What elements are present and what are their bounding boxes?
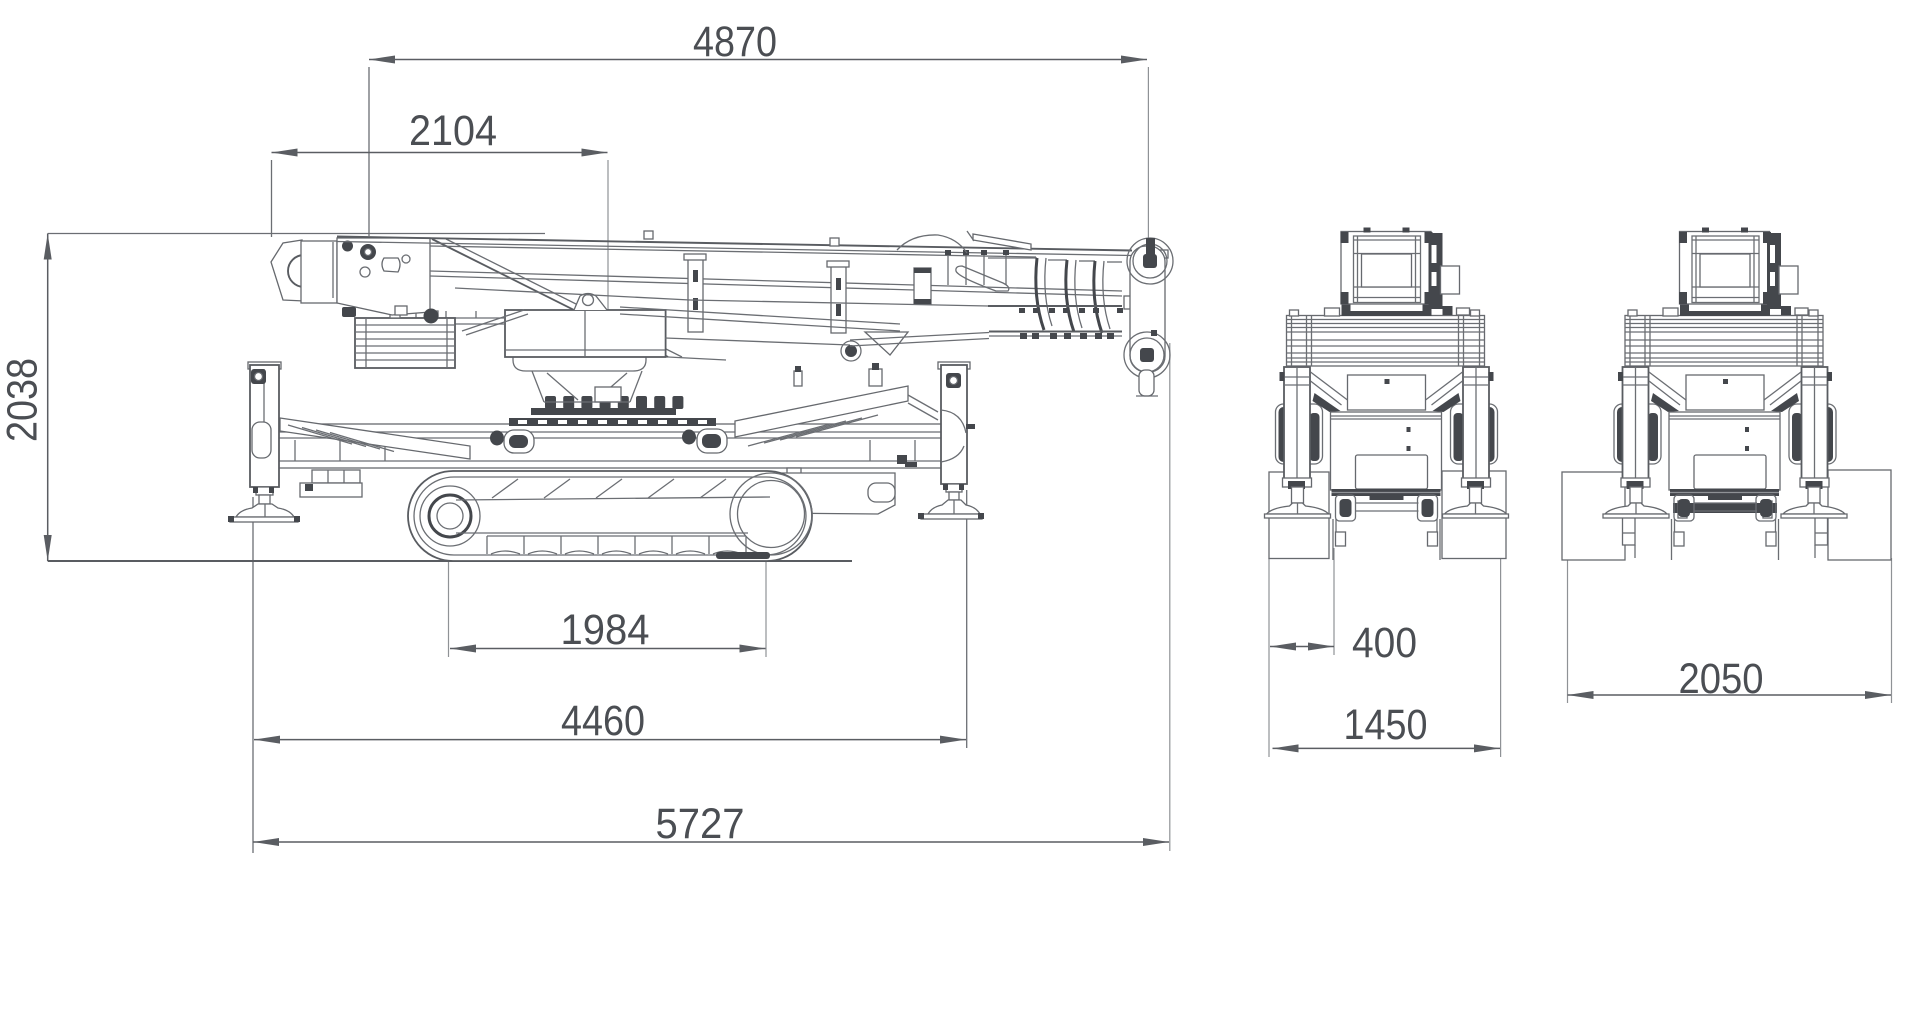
svg-text:5727: 5727: [656, 800, 745, 848]
svg-text:2104: 2104: [409, 107, 497, 155]
svg-text:2050: 2050: [1679, 655, 1764, 703]
svg-text:2038: 2038: [0, 358, 47, 442]
svg-text:400: 400: [1352, 619, 1417, 667]
svg-text:4460: 4460: [561, 697, 645, 745]
svg-text:4870: 4870: [693, 18, 777, 66]
svg-text:1984: 1984: [561, 606, 650, 654]
svg-text:1450: 1450: [1344, 701, 1428, 749]
